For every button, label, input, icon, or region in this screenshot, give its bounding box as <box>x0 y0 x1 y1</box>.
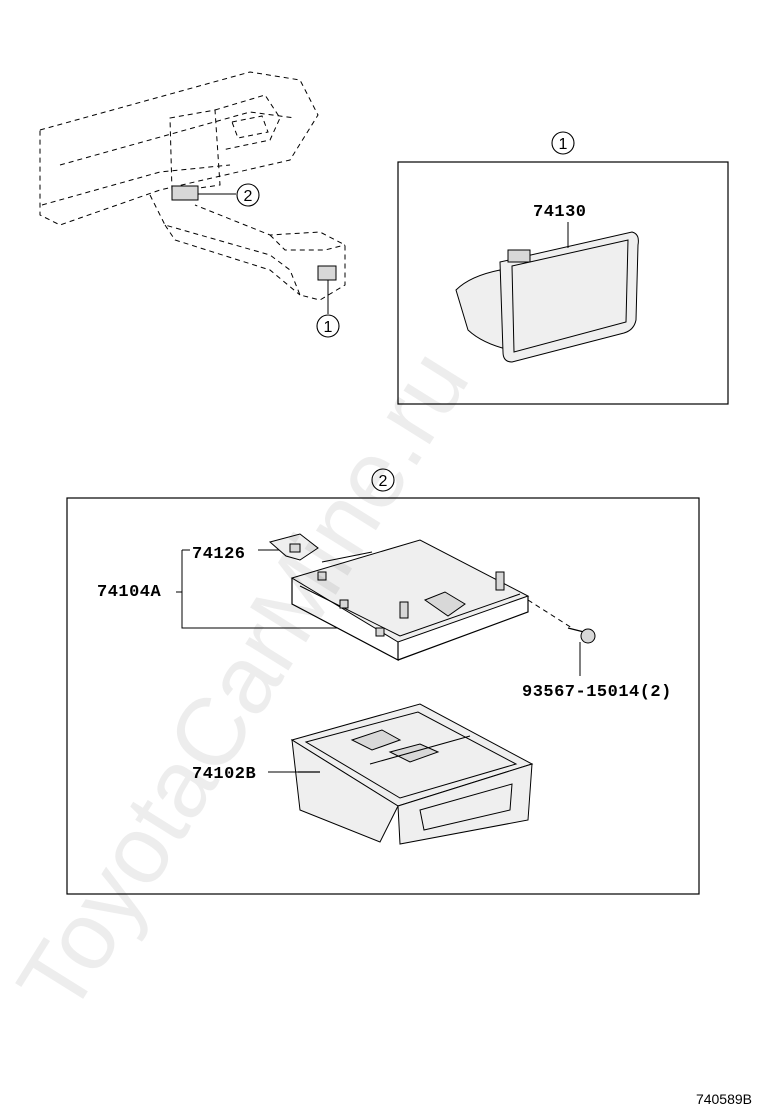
label-93567-15014: 93567-15014(2) <box>522 683 672 702</box>
callout-2-panel-header: 2 <box>371 468 395 492</box>
bracket-assembly-74104A <box>290 539 530 661</box>
label-74102B: 74102B <box>192 765 256 784</box>
watermark: ToyotaCarMine.ru <box>0 332 489 1031</box>
dashboard-overview <box>39 71 346 314</box>
detail-panel-2 <box>66 497 700 895</box>
callout-1-panel-header: 1 <box>551 131 575 155</box>
label-74126: 74126 <box>192 545 246 564</box>
svg-text:1: 1 <box>559 136 568 153</box>
pocket-part-74130 <box>455 222 639 363</box>
svg-text:1: 1 <box>324 319 333 336</box>
bracket-piece-74126 <box>268 533 319 561</box>
label-74130: 74130 <box>533 203 587 222</box>
svg-text:2: 2 <box>379 473 388 490</box>
label-74104A: 74104A <box>97 583 162 602</box>
callout-2-overview: 2 <box>236 183 260 207</box>
storage-box-74102B <box>268 703 534 845</box>
callout-1-overview: 1 <box>316 314 340 338</box>
svg-text:2: 2 <box>244 188 253 205</box>
detail-panel-1 <box>397 161 729 405</box>
reference-code: 740589B <box>696 1091 752 1107</box>
screw-93567-15014 <box>527 599 596 676</box>
